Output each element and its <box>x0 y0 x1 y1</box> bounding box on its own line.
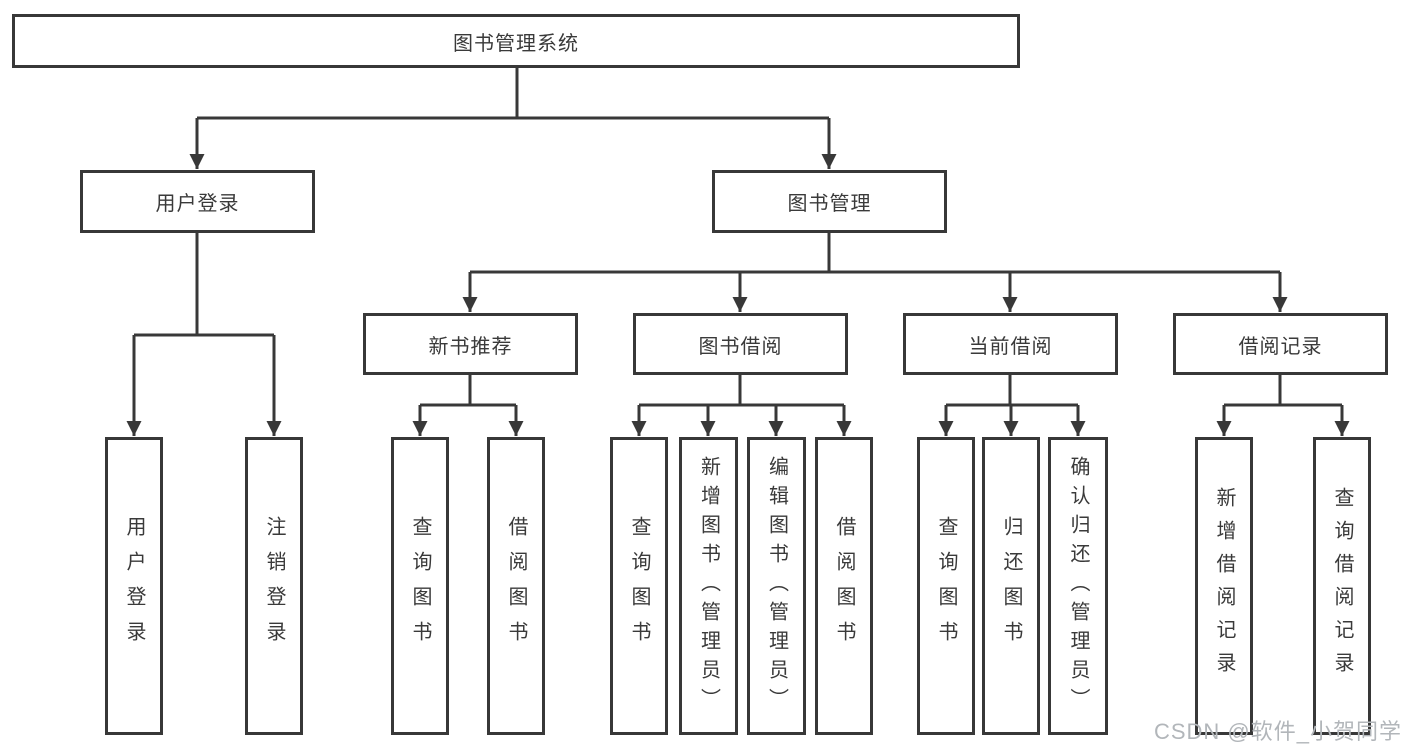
node-user-login: 用户登录 <box>80 170 315 233</box>
node-borrow-books-1: 借阅图书 <box>487 437 545 735</box>
node-book-management: 图书管理 <box>712 170 947 233</box>
node-add-borrow-record: 新增借阅记录 <box>1195 437 1253 735</box>
node-add-book-admin: 新增图书（管理员） <box>679 437 738 735</box>
node-new-book-recommendation: 新书推荐 <box>363 313 578 375</box>
node-borrow-books-2: 借阅图书 <box>815 437 873 735</box>
node-query-books-2: 查询图书 <box>610 437 668 735</box>
node-logout-leaf: 注销登录 <box>245 437 303 735</box>
node-label: 借阅图书 <box>833 516 855 656</box>
node-label: 注销登录 <box>263 516 285 656</box>
node-query-books-3: 查询图书 <box>917 437 975 735</box>
node-query-books-1: 查询图书 <box>391 437 449 735</box>
node-label: 用户登录 <box>123 516 145 656</box>
node-current-borrowing: 当前借阅 <box>903 313 1118 375</box>
node-label: 新增借阅记录 <box>1213 487 1235 685</box>
node-label: 归还图书 <box>1000 516 1022 656</box>
node-return-books: 归还图书 <box>982 437 1040 735</box>
node-borrowing-records: 借阅记录 <box>1173 313 1388 375</box>
node-query-borrow-record: 查询借阅记录 <box>1313 437 1371 735</box>
node-user-login-leaf: 用户登录 <box>105 437 163 735</box>
node-label: 借阅图书 <box>505 516 527 656</box>
node-confirm-return-admin: 确认归还（管理员） <box>1048 437 1108 735</box>
node-edit-book-admin: 编辑图书（管理员） <box>747 437 806 735</box>
node-library-management-system: 图书管理系统 <box>12 14 1020 68</box>
node-label: 查询图书 <box>628 516 650 656</box>
node-label: 查询图书 <box>935 516 957 656</box>
csdn-watermark: CSDN @软件_小贺同学 <box>1153 719 1402 744</box>
node-book-borrowing: 图书借阅 <box>633 313 848 375</box>
node-label: 编辑图书（管理员） <box>765 455 788 717</box>
node-label: 确认归还（管理员） <box>1067 455 1089 717</box>
node-label: 新增图书（管理员） <box>697 455 720 717</box>
node-label: 查询借阅记录 <box>1331 487 1353 685</box>
node-label: 查询图书 <box>409 516 431 656</box>
